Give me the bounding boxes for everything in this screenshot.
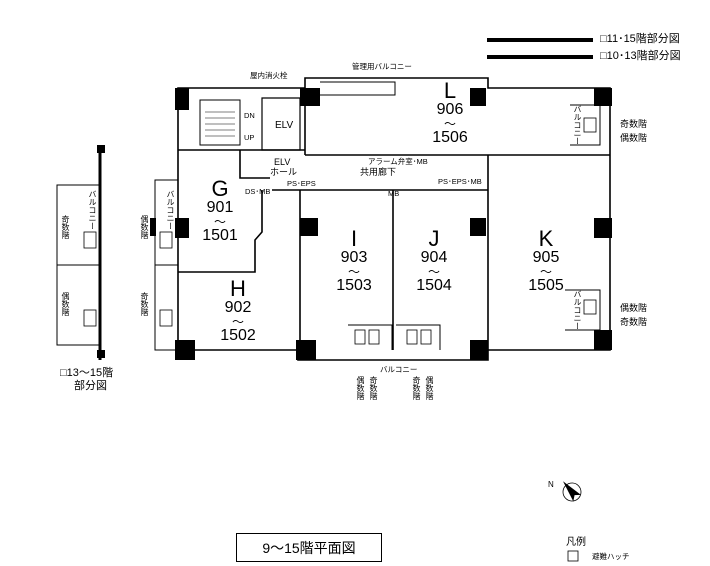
legend-title: 凡例 xyxy=(566,537,586,548)
unit-range-sep: 〜 xyxy=(427,265,440,279)
elv-hall-label-2: ホール xyxy=(270,167,298,177)
compass-icon xyxy=(562,481,582,502)
escape-hatch xyxy=(83,309,97,327)
even-floor-label: 偶数階 xyxy=(61,292,70,316)
unit-range-sep: 〜 xyxy=(213,215,226,229)
unit-number-high: 1501 xyxy=(202,227,238,244)
mb-label: MB xyxy=(388,189,400,198)
stair-down-label: DN xyxy=(244,111,255,120)
escape-hatch xyxy=(583,299,597,315)
compass-north-label: N xyxy=(548,480,554,489)
unit-range-sep: 〜 xyxy=(231,315,244,329)
ds-mb-label: DS･MB xyxy=(245,187,271,196)
odd-floor-label: 奇数階 xyxy=(620,317,648,327)
unit-number-high: 1502 xyxy=(220,327,256,344)
balcony-vert-label: バルコニー xyxy=(88,190,97,230)
stair-up-label: UP xyxy=(244,133,255,142)
ps-eps-mb-label: PS･EPS･MB xyxy=(438,177,482,186)
unit-number-low: 901 xyxy=(206,199,234,216)
elv-hall-label-1: ELV xyxy=(274,157,291,167)
alarm-valve-label: アラーム弁室･MB xyxy=(368,157,428,166)
odd-floor-label: 奇数階 xyxy=(61,215,70,239)
partial-legend-11-15: □11･15階部分図 xyxy=(600,33,680,45)
odd-floor-label: 奇数階 xyxy=(140,292,149,316)
unit-number-low: 902 xyxy=(224,299,252,316)
odd-floor-label: 奇数階 xyxy=(369,376,378,400)
balcony-vert-label: バルコニー xyxy=(573,105,582,145)
escape-hatch xyxy=(354,329,366,345)
even-floor-label: 偶数階 xyxy=(620,303,648,313)
unit-number-high: 1506 xyxy=(432,129,468,146)
unit-letter: L xyxy=(443,78,457,103)
plan-title: 9〜15階平面図 xyxy=(236,533,382,562)
even-floor-label: 偶数階 xyxy=(356,376,365,400)
unit-number-low: 906 xyxy=(436,101,464,118)
unit-range-sep: 〜 xyxy=(539,265,552,279)
escape-hatch xyxy=(159,231,173,249)
unit-number-high: 1505 xyxy=(528,277,564,294)
unit-number-low: 905 xyxy=(532,249,560,266)
unit-H: H 902 〜 1502 xyxy=(218,278,258,344)
unit-J: J 904 〜 1504 xyxy=(414,228,454,294)
mgmt-balcony-label: 管理用バルコニー xyxy=(352,62,412,71)
unit-letter: J xyxy=(428,226,440,251)
unit-letter: G xyxy=(211,176,229,201)
unit-letter: I xyxy=(350,226,358,251)
odd-floor-label: 奇数階 xyxy=(412,376,421,400)
escape-hatch xyxy=(368,329,380,345)
unit-range-sep: 〜 xyxy=(443,117,456,131)
corridor-label: 共用廊下 xyxy=(360,167,397,177)
partial-legend-10-13: □10･13階部分図 xyxy=(600,50,681,62)
unit-L: L 906 〜 1506 xyxy=(430,80,470,146)
legend-hatch-icon xyxy=(567,550,579,562)
escape-hatch xyxy=(420,329,432,345)
partial-legend-13-15: □13〜15階 xyxy=(60,367,114,379)
even-floor-label: 偶数階 xyxy=(425,376,434,400)
partial-legend-13-15-sub: 部分図 xyxy=(74,380,107,392)
elevator-label: ELV xyxy=(275,120,294,131)
unit-number-low: 903 xyxy=(340,249,368,266)
unit-number-low: 904 xyxy=(420,249,448,266)
unit-number-high: 1503 xyxy=(336,277,372,294)
legend-hatch-label: 避難ハッチ xyxy=(592,552,630,561)
escape-hatch xyxy=(406,329,418,345)
even-floor-label: 偶数階 xyxy=(620,133,648,143)
balcony-vert-label: バルコニー xyxy=(573,290,582,330)
balcony-vert-label: バルコニー xyxy=(166,190,175,230)
escape-hatch xyxy=(159,309,173,327)
unit-number-high: 1504 xyxy=(416,277,452,294)
odd-floor-label: 奇数階 xyxy=(620,119,648,129)
unit-letter: K xyxy=(538,226,554,251)
unit-G: G 901 〜 1501 xyxy=(200,178,240,244)
even-floor-label: 偶数階 xyxy=(140,215,149,239)
unit-letter: H xyxy=(230,276,246,301)
unit-K: K 905 〜 1505 xyxy=(526,228,566,294)
indoor-hydrant-label: 屋内消火栓 xyxy=(250,71,288,80)
unit-I: I 903 〜 1503 xyxy=(334,228,374,294)
balcony-label: バルコニー xyxy=(380,365,418,374)
escape-hatch xyxy=(583,117,597,133)
escape-hatch xyxy=(83,231,97,249)
unit-range-sep: 〜 xyxy=(347,265,360,279)
ps-eps-label: PS･EPS xyxy=(287,179,316,188)
